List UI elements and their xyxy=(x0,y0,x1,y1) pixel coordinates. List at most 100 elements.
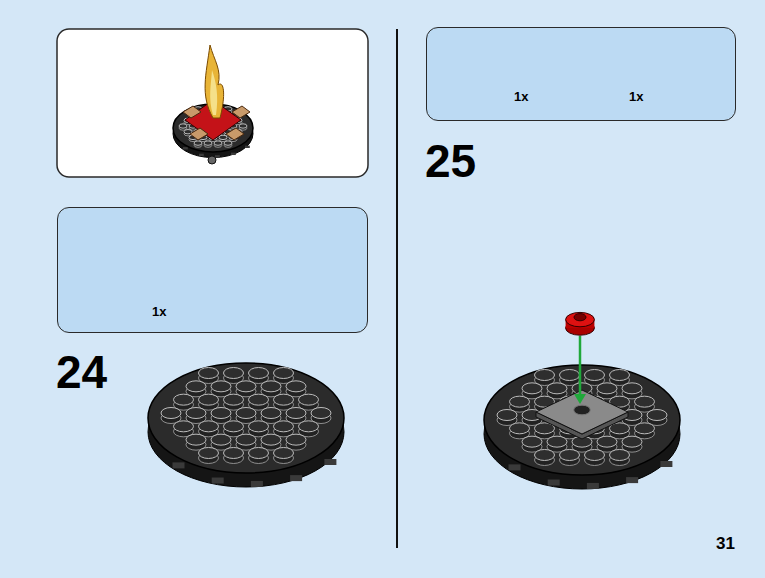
stud xyxy=(194,141,202,145)
stud xyxy=(179,124,187,128)
stud xyxy=(199,447,219,458)
round-plate xyxy=(148,363,344,487)
tan-tile xyxy=(190,128,208,140)
round-plate xyxy=(484,365,680,489)
stud xyxy=(585,370,605,381)
tan-tile xyxy=(183,106,201,118)
stud xyxy=(236,381,256,392)
stud xyxy=(161,408,181,419)
stud xyxy=(224,447,244,458)
stud xyxy=(510,396,530,407)
stud xyxy=(204,141,212,145)
stud xyxy=(224,394,244,405)
red-piece xyxy=(566,312,595,326)
stud xyxy=(610,449,630,460)
stud xyxy=(547,383,567,394)
stud xyxy=(249,447,269,458)
stud xyxy=(299,394,319,405)
plate-top xyxy=(484,365,680,475)
plate-notch xyxy=(173,462,185,468)
stud xyxy=(211,408,231,419)
stud xyxy=(211,381,231,392)
step-number: 24 xyxy=(56,349,107,395)
plate-notch xyxy=(251,481,263,487)
red-piece xyxy=(574,314,586,321)
axle xyxy=(208,156,216,164)
stud xyxy=(522,436,542,447)
plate-notch xyxy=(215,155,220,157)
stud xyxy=(560,449,580,460)
stud xyxy=(635,423,655,434)
parts-callout: 1x1x xyxy=(426,27,736,121)
plate-notch xyxy=(660,461,672,467)
plate-notch xyxy=(626,477,638,483)
stud xyxy=(274,421,294,432)
step-number: 25 xyxy=(425,138,476,184)
plate-notch xyxy=(183,147,188,149)
stud xyxy=(597,383,617,394)
stud xyxy=(510,423,530,434)
stud xyxy=(622,383,642,394)
stud xyxy=(311,408,331,419)
stud xyxy=(224,368,244,379)
red-piece xyxy=(566,312,595,335)
stud xyxy=(286,434,306,445)
green-arrow xyxy=(579,336,582,398)
stud xyxy=(535,449,555,460)
stud xyxy=(635,396,655,407)
stud xyxy=(597,436,617,447)
stud xyxy=(547,436,567,447)
stud xyxy=(174,394,194,405)
stud xyxy=(199,394,219,405)
part-quantity: 1x xyxy=(514,90,528,103)
stud xyxy=(585,449,605,460)
stud xyxy=(261,434,281,445)
stud xyxy=(186,381,206,392)
stud xyxy=(261,408,281,419)
stud xyxy=(522,383,542,394)
stud xyxy=(274,394,294,405)
stud xyxy=(286,381,306,392)
part-quantity: 1x xyxy=(152,305,166,318)
stud xyxy=(647,410,667,421)
stud xyxy=(199,368,219,379)
stud xyxy=(274,368,294,379)
stud xyxy=(249,394,269,405)
stud xyxy=(199,421,219,432)
stud xyxy=(249,421,269,432)
stud xyxy=(274,447,294,458)
divider-line xyxy=(396,29,398,548)
plate-notch xyxy=(509,464,521,470)
stud xyxy=(211,434,231,445)
stud xyxy=(174,421,194,432)
stud xyxy=(610,370,630,381)
plate-notch xyxy=(231,153,236,155)
tan-tile xyxy=(232,106,250,118)
plate-notch xyxy=(199,154,204,156)
stud xyxy=(535,370,555,381)
stud xyxy=(622,436,642,447)
stud xyxy=(186,408,206,419)
plate-top xyxy=(148,363,344,473)
plate-notch xyxy=(290,475,302,481)
tile-top xyxy=(536,390,628,434)
stud xyxy=(214,141,222,145)
flame xyxy=(205,45,224,118)
tile-stud xyxy=(574,405,591,415)
stud xyxy=(299,421,319,432)
stud xyxy=(560,370,580,381)
preview-box xyxy=(57,29,368,177)
stud xyxy=(249,368,269,379)
plate-notch xyxy=(324,459,336,465)
gray-tile xyxy=(536,390,628,439)
green-arrowhead xyxy=(574,394,586,404)
plate-notch xyxy=(245,146,250,148)
tan-tile xyxy=(226,128,244,140)
stud xyxy=(286,408,306,419)
page-number: 31 xyxy=(716,535,735,552)
flame-inner xyxy=(210,70,217,115)
plate-notch xyxy=(587,483,599,489)
stud xyxy=(236,434,256,445)
stud xyxy=(261,381,281,392)
stud xyxy=(224,421,244,432)
